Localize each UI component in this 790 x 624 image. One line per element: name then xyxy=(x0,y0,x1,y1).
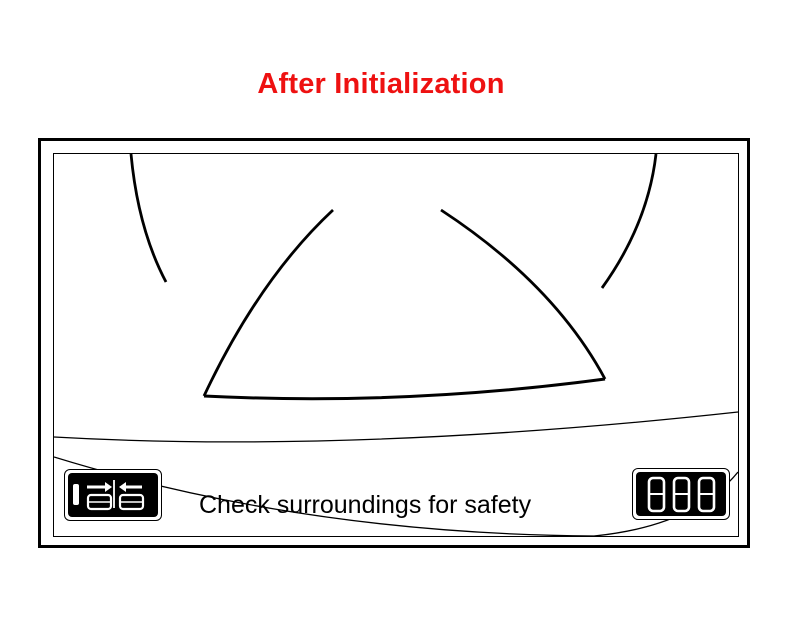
width-guide-right xyxy=(600,154,658,289)
camera-view: Check surroundings for safety xyxy=(53,153,739,537)
width-guide-left xyxy=(129,154,168,283)
safety-message: Check surroundings for safety xyxy=(199,491,532,519)
bumper-line-upper xyxy=(54,411,738,443)
camera-display: Check surroundings for safety xyxy=(38,138,750,548)
parking-assist-toggle-icon xyxy=(73,480,145,511)
camera-views-icon xyxy=(647,476,716,513)
distance-guide-bottom xyxy=(203,377,606,401)
distance-guide-left xyxy=(202,208,334,397)
camera-view-button[interactable] xyxy=(632,468,730,520)
caption-title: After Initialization xyxy=(257,68,505,100)
guide-lines xyxy=(54,154,738,536)
distance-guide-right xyxy=(440,208,607,380)
parking-assist-button[interactable] xyxy=(64,469,162,521)
